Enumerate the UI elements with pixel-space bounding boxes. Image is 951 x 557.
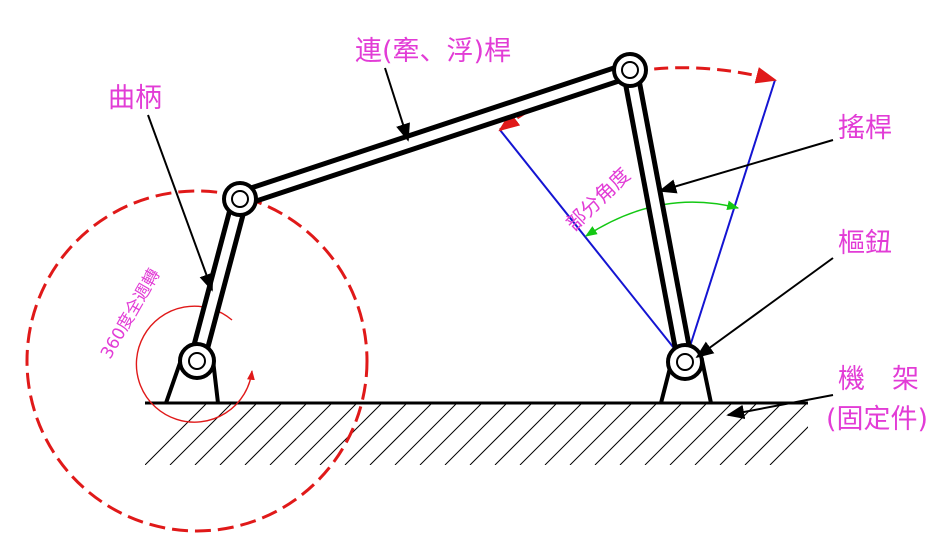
joint-rocker-pivot (666, 343, 704, 381)
leader-arrows (147, 67, 834, 420)
frame-label-line1: 機 架 (838, 364, 919, 395)
joint-crank-coupler (222, 181, 258, 217)
rocker-label: 搖桿 (838, 113, 892, 144)
partial-angle-label: 部分角度 (561, 163, 635, 236)
frame-leader (726, 394, 834, 420)
rocker-leader (658, 139, 834, 194)
crank-rotation-circle (25, 189, 369, 533)
crank-leader (147, 114, 214, 292)
coupler-leader (384, 67, 410, 142)
joint-crank-pivot (178, 342, 216, 380)
crank-link (187, 196, 250, 364)
rocker-link (620, 68, 695, 364)
pivot-leader (695, 257, 834, 359)
crank-label: 曲柄 (108, 83, 162, 114)
full-rotation-label: 360度全週轉 (97, 266, 165, 363)
joint-coupler-rocker (612, 52, 648, 88)
frame-label-line2: (固定件) (826, 404, 928, 435)
crank-rotation-arc (135, 305, 255, 423)
coupler-label: 連(牽、浮)桿 (355, 36, 511, 67)
pivot-label: 樞鈕 (838, 228, 892, 259)
coupler-link (237, 60, 633, 209)
ground-hatching (145, 403, 808, 465)
